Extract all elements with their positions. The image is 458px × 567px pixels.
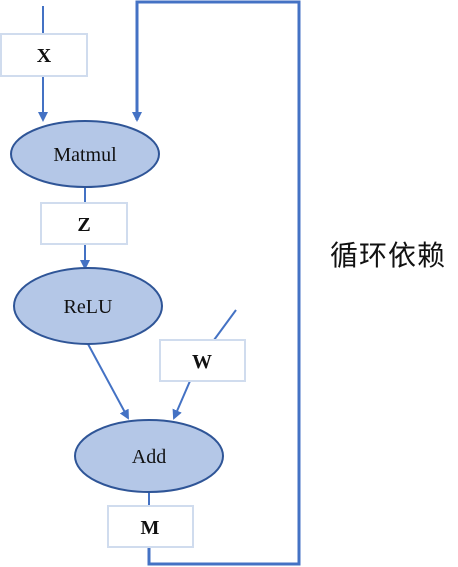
op-label-add: Add — [132, 446, 166, 468]
cyclic-dependency-label: 循环依赖 — [330, 239, 447, 272]
op-node-relu: ReLU — [13, 267, 163, 345]
op-label-relu: ReLU — [64, 296, 113, 318]
edge-feedback-loop — [132, 0, 301, 566]
op-node-add: Add — [74, 419, 224, 493]
op-node-matmul: Matmul — [10, 120, 160, 188]
tensor-label-x: X — [37, 45, 52, 67]
tensor-node-z: Z — [40, 202, 128, 245]
tensor-node-w: W — [159, 339, 246, 382]
edge-input-to-w — [213, 309, 237, 341]
edge-w-to-add — [172, 380, 191, 420]
tensor-node-m: M — [107, 505, 194, 548]
tensor-node-x: X — [0, 33, 88, 77]
tensor-label-z: Z — [77, 214, 90, 236]
tensor-label-m: M — [141, 517, 160, 539]
edge-relu-to-add — [87, 343, 129, 420]
op-label-matmul: Matmul — [53, 144, 117, 166]
tensor-label-w: W — [192, 351, 212, 373]
